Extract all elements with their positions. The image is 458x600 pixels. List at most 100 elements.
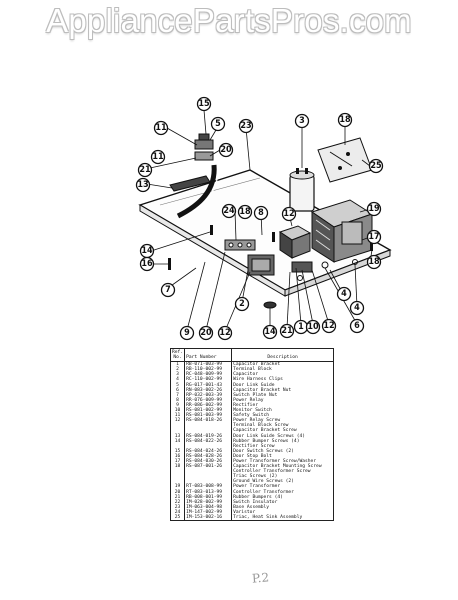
ref-cell: [170, 428, 186, 434]
callout-12-a: 12: [217, 325, 233, 341]
part-number-cell: [184, 474, 233, 480]
part-number-cell: [184, 423, 233, 429]
svg-text:12: 12: [219, 328, 230, 338]
part-number-cell: RB-071-003-99: [184, 361, 233, 368]
svg-text:8: 8: [258, 208, 264, 218]
svg-text:4: 4: [354, 303, 360, 313]
svg-text:5: 5: [215, 119, 221, 129]
ref-cell: [170, 423, 186, 429]
description-cell: Door Switch Screws (2): [233, 448, 294, 454]
description-cell: Rubber Bumpers (4): [233, 494, 283, 500]
ref-cell: 3: [170, 372, 186, 378]
description-cell: Power Transformer: [233, 484, 281, 490]
callout-21: 21: [279, 323, 295, 339]
ref-cell: 18: [170, 464, 186, 470]
callout-11: 11: [153, 120, 169, 136]
svg-text:21: 21: [281, 326, 293, 336]
callout-18-mid: 18: [237, 204, 253, 220]
ref-cell: 19: [170, 484, 186, 490]
triac-heat-sink-inset: [317, 137, 373, 183]
description-cell: Wire Harness Clips: [233, 377, 283, 383]
callout-21-top: 21: [137, 162, 153, 178]
callout-14-left: 14: [139, 243, 155, 259]
ref-cell: 10: [170, 408, 186, 414]
part-number-cell: RB-008-001-99: [184, 494, 233, 500]
part-number-header: Part Number: [184, 348, 233, 363]
svg-text:15: 15: [198, 99, 210, 109]
part-number-cell: RC-110-002-99: [184, 377, 233, 383]
callout-12-top: 12: [281, 206, 297, 222]
callout-4-b: 4: [349, 300, 365, 316]
svg-text:21: 21: [139, 165, 151, 175]
part-number-cell: [184, 428, 233, 434]
description-cell: Capacitor Bracket: [233, 362, 281, 368]
description-cell: Switch Insulator: [233, 499, 278, 505]
part-number-cell: RS-084-024-26: [184, 448, 233, 454]
ref-cell: 22: [170, 499, 186, 505]
part-number-cell: RN-083-002-26: [184, 387, 233, 393]
ref-cell: 20: [170, 489, 186, 495]
description-cell: Terminal Block: [233, 367, 272, 373]
ref-cell: 9: [170, 402, 186, 409]
description-cell: Terminal Block Screw: [233, 423, 289, 429]
callout-7: 7: [160, 282, 176, 298]
description-cell: Capacitor Bracket Screw: [233, 428, 297, 434]
table-row: Triac Screws (2): [170, 474, 334, 480]
svg-text:18: 18: [368, 257, 380, 267]
svg-text:10: 10: [307, 322, 319, 332]
description-cell: Power Relay Screw: [233, 418, 281, 424]
description-cell: Base Assembly: [233, 504, 270, 510]
part-number-cell: RR-076-009-99: [184, 397, 233, 403]
part-number-cell: RP-032-003-39: [184, 392, 233, 398]
svg-text:16: 16: [141, 259, 153, 269]
part-number-cell: IM-028-002-99: [184, 499, 233, 505]
description-cell: Controller Transformer Screw: [233, 469, 311, 475]
svg-text:19: 19: [368, 204, 380, 214]
svg-text:20: 20: [200, 328, 212, 338]
callout-19: 19: [366, 201, 382, 217]
ref-cell: 12: [170, 418, 186, 424]
part-number-cell: IM-147-002-99: [184, 509, 233, 515]
table-row: Capacitor Bracket Screw: [170, 428, 334, 434]
callout-8: 8: [253, 205, 269, 221]
terminal-block: [224, 239, 256, 251]
description-cell: Door Link Guide: [233, 382, 275, 388]
ref-cell: 13: [170, 433, 186, 439]
ref-cell: 17: [170, 458, 186, 465]
power-relay: [278, 225, 312, 259]
part-number-cell: RS-084-022-26: [184, 438, 233, 444]
callout-10: 10: [305, 319, 321, 335]
svg-text:17: 17: [368, 232, 379, 242]
part-number-cell: RC-048-009-99: [184, 372, 233, 378]
svg-text:18: 18: [239, 207, 251, 217]
table-row: Terminal Block Screw: [170, 423, 334, 429]
table-header-row: Ref. No. Part Number Description: [170, 348, 334, 363]
description-cell: Power Relay: [233, 397, 264, 403]
ref-cell: 2: [170, 367, 186, 373]
ref-cell: 23: [170, 504, 186, 510]
ref-cell: 8: [170, 397, 186, 403]
callout-25: 25: [368, 158, 384, 174]
ref-cell: 1: [170, 361, 186, 368]
callout-23: 23: [238, 118, 254, 134]
ref-cell: 15: [170, 448, 186, 454]
ref-cell: 16: [170, 453, 186, 459]
svg-text:12: 12: [283, 209, 294, 219]
ref-cell: 21: [170, 494, 186, 500]
description-cell: Rubber Bumper Screws (4): [233, 438, 300, 444]
